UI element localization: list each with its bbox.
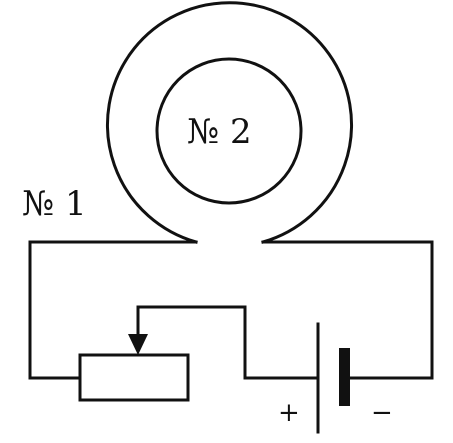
coil-2-ring	[155, 57, 303, 205]
rheostat-slider-wire	[136, 305, 318, 380]
rheostat	[78, 353, 190, 402]
coil-2-label: № 2	[187, 112, 252, 152]
battery-minus-label: −	[371, 398, 393, 428]
battery-negative-plate	[339, 348, 350, 406]
wire-left	[28, 240, 198, 380]
battery-plus-label: +	[278, 398, 300, 428]
coil-1-label: № 1	[22, 184, 87, 224]
rheostat-slider-arrow	[128, 334, 148, 355]
wire-right	[261, 240, 434, 380]
coil-1-ring	[106, 1, 353, 244]
